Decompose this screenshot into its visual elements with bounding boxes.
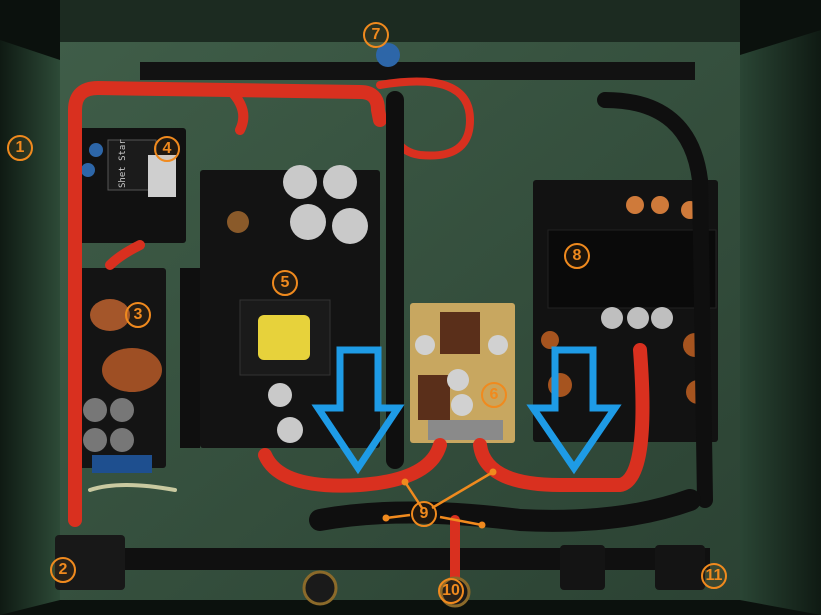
dc-red-wire [473,343,650,492]
inductor [418,375,450,420]
amplifier-board [533,180,718,442]
inductor [90,299,130,331]
capacitor [601,307,623,329]
callout-7: 7 [363,22,389,48]
yellow-green-wire [88,483,177,492]
rear-rail [140,62,695,80]
callout-2: 2 [50,557,76,583]
inductor [541,331,559,349]
capacitor [323,165,357,199]
callout-10: 10 [438,578,464,604]
capacitor [651,307,673,329]
capacitor [332,208,368,244]
relay-white [148,155,176,197]
input-connector [655,545,705,590]
arrow-icon [311,346,405,475]
relay-marking: Shet Star [118,139,128,188]
inductor [102,348,162,392]
red-wire [105,240,145,270]
toroid [227,211,249,233]
capacitor [488,335,508,355]
capacitor [110,398,134,422]
capacitor [268,383,292,407]
transformer-coil [258,315,310,360]
leader-dot [401,478,409,486]
callout-11: 11 [701,563,727,589]
capacitor [89,143,103,157]
amp-heatsink [547,229,717,309]
left-wall [0,40,60,615]
terminal-block [428,420,503,440]
callout-3: 3 [125,302,151,328]
leader-line [385,513,411,520]
callout-9: 9 [411,501,437,527]
capacitor [83,398,107,422]
callout-6: 6 [481,382,507,408]
harness-bundle [309,489,701,532]
arrow-icon [526,346,622,475]
callout-4: 4 [154,136,180,162]
capacitor [447,369,469,391]
capacitor [627,307,649,329]
capacitor [415,335,435,355]
leader-line [431,470,494,510]
heatsink [180,268,200,448]
terminal-block [92,455,152,473]
capacitor [283,165,317,199]
leader-dot [478,521,486,529]
capacitor [110,428,134,452]
leader-dot [489,468,497,476]
callout-5: 5 [272,270,298,296]
capacitor [83,428,107,452]
black-sleeved-cable [597,92,713,508]
fuse-holder [376,43,400,67]
top-wall [60,0,740,42]
red-wire [225,85,249,135]
chip [626,196,644,214]
callout-8: 8 [564,243,590,269]
right-wall [740,30,821,615]
capacitor [290,204,326,240]
leader-line [439,515,483,527]
capacitor [451,394,473,416]
capacitor [277,417,303,443]
front-rail [110,548,710,570]
input-connector [560,545,605,590]
inductor [440,312,480,354]
chip [651,196,669,214]
speaker-terminal [302,570,338,606]
leader-dot [382,514,390,522]
capacitor [81,163,95,177]
dc-red-wire [258,438,447,493]
callout-1: 1 [7,135,33,161]
